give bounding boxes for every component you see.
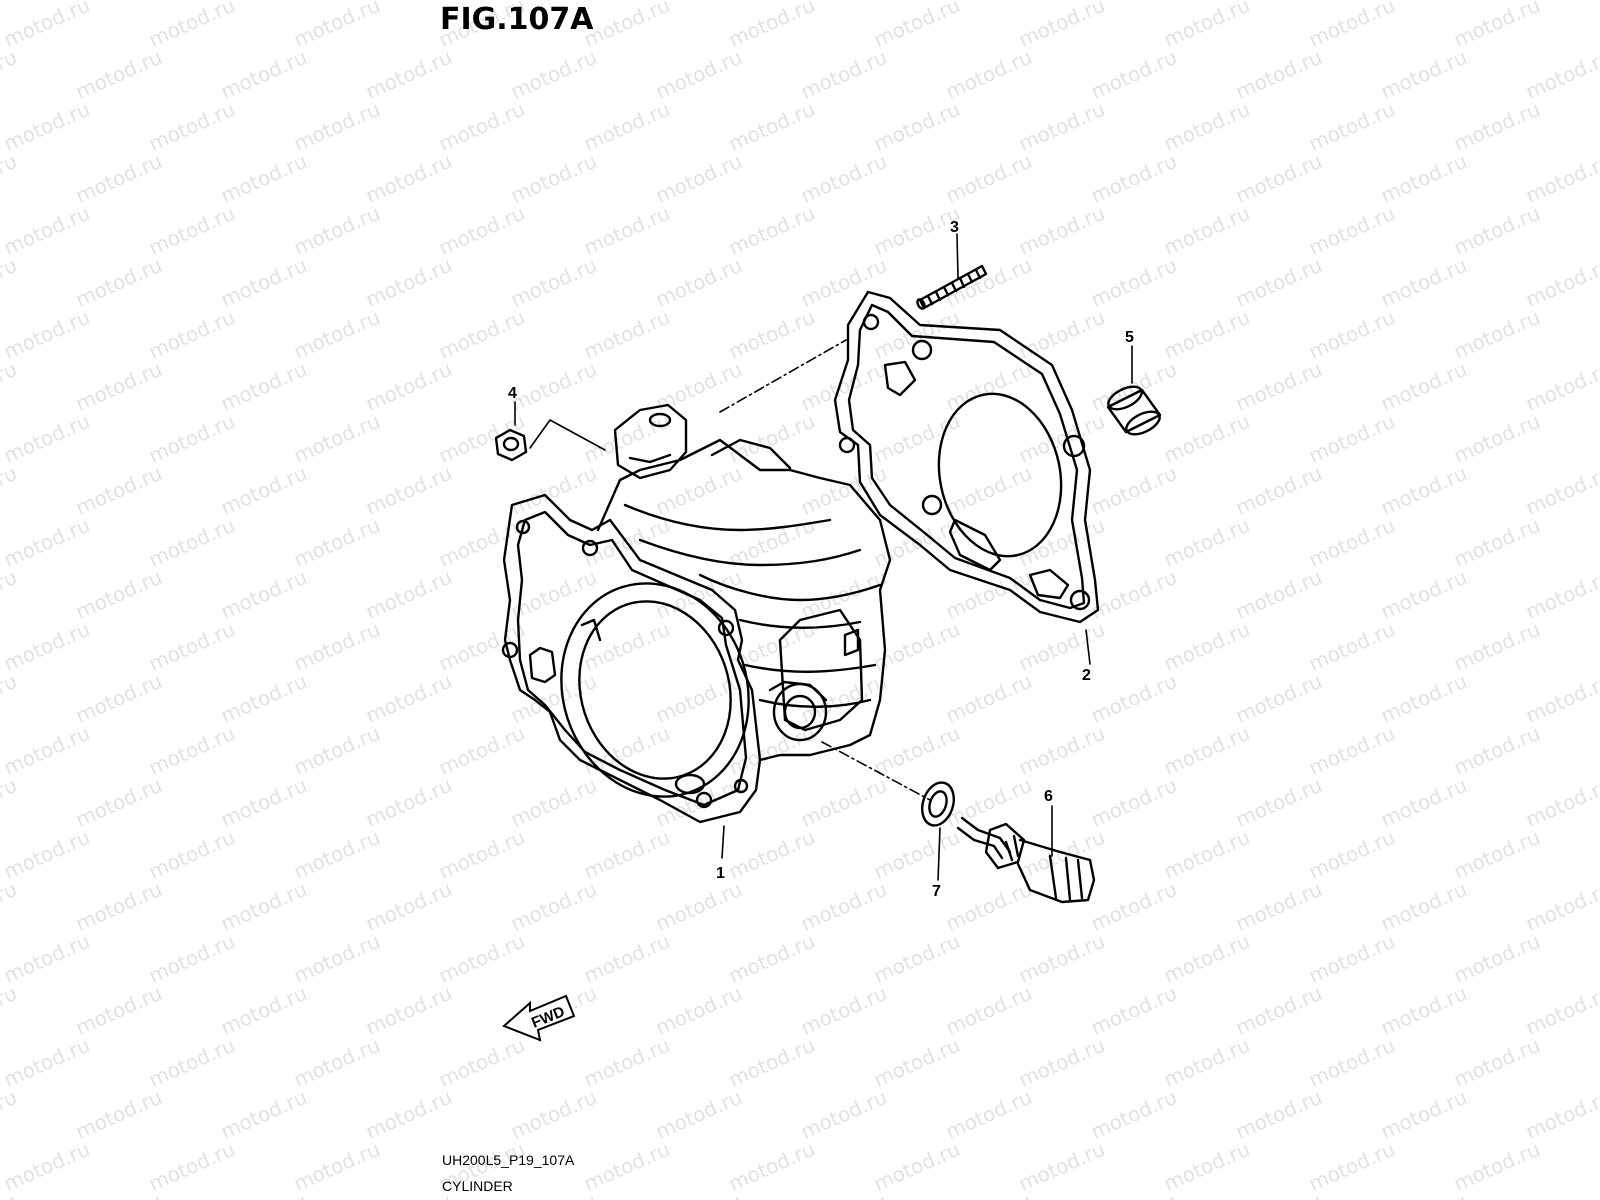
callout-4: 4 [508,385,517,402]
stud-bolt [916,264,988,310]
sealing-washer [920,781,956,827]
figure-caption: CYLINDER [442,1178,513,1194]
dowel-pin [1106,385,1162,436]
figure-title: FIG.107A [440,2,594,37]
assembly-lines [719,339,931,801]
flange-nut [494,428,528,462]
leader-lines [514,233,1133,881]
callout-1: 1 [716,865,725,882]
callout-3: 3 [950,219,959,236]
callout-5: 5 [1125,329,1134,346]
temperature-sensor [956,816,1096,904]
fwd-label: FWD [529,1003,567,1032]
cylinder-block [501,403,892,824]
fwd-arrow: FWD [502,994,576,1042]
cylinder-gasket [833,290,1100,624]
callout-7: 7 [932,883,941,900]
callout-6: 6 [1044,788,1053,805]
callout-2: 2 [1082,667,1091,684]
reference-code: UH200L5_P19_107A [442,1152,575,1168]
